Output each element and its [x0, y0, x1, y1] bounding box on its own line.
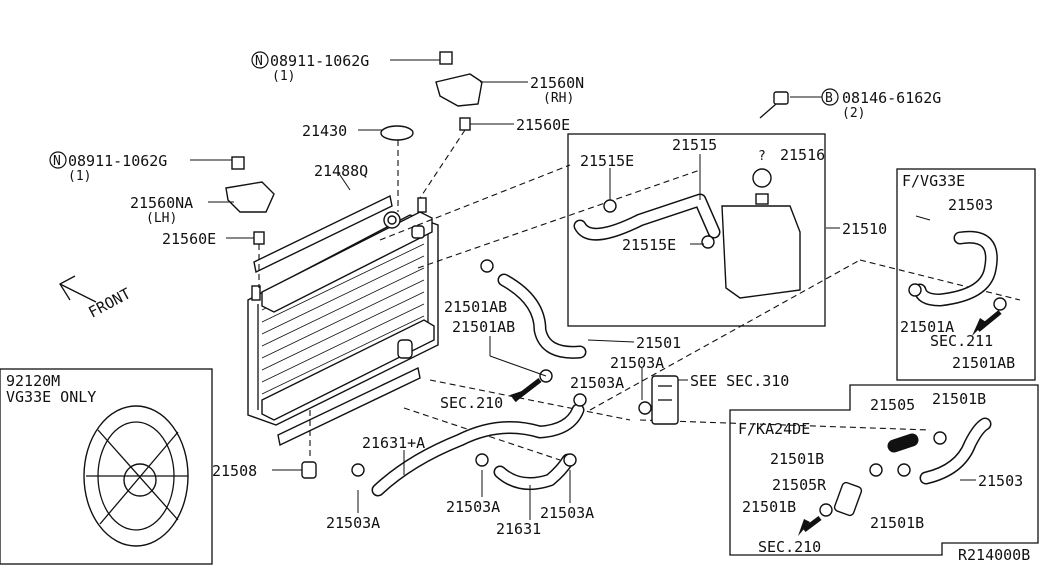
- n-marker-left-label: N: [53, 154, 61, 169]
- label-21515e-top: 21515E: [580, 152, 634, 170]
- label-21503a-3: 21503A: [326, 514, 380, 532]
- label-21516: 21516: [780, 146, 825, 164]
- bracket-21560n: [435, 51, 483, 131]
- label-21631: 21631: [496, 520, 541, 538]
- label-21560e-left: 21560E: [162, 230, 216, 248]
- label-vg33e-21501ab: 21501AB: [952, 354, 1015, 372]
- label-f-vg33e: F/VG33E: [902, 172, 965, 190]
- label-21508: 21508: [212, 462, 257, 480]
- cooler-block: [651, 375, 679, 425]
- label-21560n-side: (RH): [543, 91, 574, 106]
- fan-shroud-92120m: [83, 405, 189, 547]
- reservoir-tank-21510: [721, 168, 801, 299]
- lower-seal-21631a: [277, 366, 421, 447]
- n-marker-left: N: [49, 151, 67, 169]
- label-vg33e-21503: 21503: [948, 196, 993, 214]
- reservoir-box: [567, 133, 826, 327]
- label-08146: 08146-6162G: [842, 89, 941, 107]
- label-21430: 21430: [302, 122, 347, 140]
- label-21631a: 21631+A: [362, 434, 425, 452]
- vg33e-box: [896, 168, 1036, 381]
- figure-id: R214000B: [958, 546, 1030, 564]
- label-21560na: 21560NA: [130, 194, 193, 212]
- n-marker-top: N: [251, 51, 269, 69]
- label-08911-left: 08911-1062G: [68, 152, 167, 170]
- b-marker: B: [821, 88, 839, 106]
- label-sec210: SEC.210: [440, 394, 503, 412]
- label-21560na-side: (LH): [146, 211, 177, 226]
- label-ka24de-21503: 21503: [978, 472, 1023, 490]
- label-21510: 21510: [842, 220, 887, 238]
- radiator-core: [247, 197, 439, 426]
- b-marker-label: B: [825, 91, 833, 106]
- label-21503a-2: 21503A: [570, 374, 624, 392]
- label-21501b-3: 21501B: [870, 514, 924, 532]
- label-21515e-mid: 21515E: [622, 236, 676, 254]
- label-21501ab-1: 21501AB: [444, 298, 507, 316]
- label-21488q: 21488Q: [314, 162, 368, 180]
- label-21503a-5: 21503A: [540, 504, 594, 522]
- label-front: FRONT: [85, 284, 133, 321]
- label-08911-left-qty: (1): [68, 169, 91, 184]
- bolt-08146: [759, 91, 789, 119]
- label-21501: 21501: [636, 334, 681, 352]
- label-21503a-1: 21503A: [610, 354, 664, 372]
- label-08146-qty: (2): [842, 106, 865, 121]
- label-21501b-top: 21501B: [932, 390, 986, 408]
- label-21503a-4: 21503A: [446, 498, 500, 516]
- label-21505: 21505: [870, 396, 915, 414]
- ka24de-box: [729, 384, 1039, 556]
- ka24de-hose-21505r: [833, 481, 863, 517]
- grommet-21508: [301, 461, 317, 479]
- label-21515: 21515: [672, 136, 717, 154]
- n-marker-top-label: N: [255, 54, 263, 69]
- label-ka24de-sec210: SEC.210: [758, 538, 821, 556]
- label-sec211: SEC.211: [930, 332, 993, 350]
- label-see-sec310: SEE SEC.310: [690, 372, 789, 390]
- label-21560e-top: 21560E: [516, 116, 570, 134]
- bracket-21560na: [225, 156, 275, 245]
- label-21560n: 21560N: [530, 74, 584, 92]
- label-21501a: 21501A: [900, 318, 954, 336]
- label-vg33e-only: VG33E ONLY: [6, 388, 96, 406]
- cap-plate-21430: [380, 125, 414, 141]
- seal-strip-21488q: [253, 194, 393, 274]
- leader-lines: [190, 59, 976, 520]
- ka24de-pipe-21505: [887, 433, 919, 453]
- label-f-ka24de: F/KA24DE: [738, 420, 810, 438]
- label-21501b-2: 21501B: [742, 498, 796, 516]
- front-arrow: [59, 275, 97, 303]
- label-92120m: 92120M: [6, 372, 60, 390]
- label-21505r: 21505R: [772, 476, 827, 494]
- label-21501b-1: 21501B: [770, 450, 824, 468]
- label-08911-top-qty: (1): [272, 69, 295, 84]
- label-08911-top: 08911-1062G: [270, 52, 369, 70]
- label-21501ab-2: 21501AB: [452, 318, 515, 336]
- label-21516-prefix: ?: [758, 149, 766, 164]
- fan-box: [0, 368, 213, 565]
